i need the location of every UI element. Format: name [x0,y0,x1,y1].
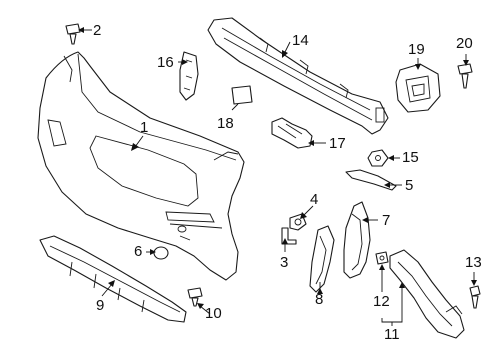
lower-diffuser [39,235,187,323]
arrow-1 [131,143,139,151]
arrow-15 [388,155,394,161]
arrow-8 [317,288,323,294]
bolt-part-13 [469,285,481,309]
push-clip-part-10 [187,287,203,307]
callout-7: 7 [382,212,391,229]
callout-18: 18 [217,115,234,132]
arrow-4 [300,212,307,219]
reflector-strip [345,169,397,191]
callout-13: 13 [465,254,482,271]
leader-1 [134,135,144,148]
callout-11: 11 [384,326,400,343]
leader-9 [101,283,113,297]
arrow-7 [362,217,368,223]
callout-5: 5 [405,177,414,194]
side-reflector [309,225,335,293]
callout-3: 3 [280,254,289,271]
callout-14: 14 [292,32,309,49]
arrow-3 [282,238,288,244]
arrow-9 [108,280,115,287]
bumper-cover [37,51,245,281]
arrow-16 [182,59,188,65]
plug-part-6 [153,246,169,260]
callout-19: 19 [408,41,425,58]
lamp-bezel [343,201,371,279]
leader-11 [381,318,403,323]
callout-8: 8 [315,291,324,308]
leader-18 [231,103,239,111]
callout-20: 20 [456,35,473,52]
clip-part-12 [375,251,389,265]
callout-15: 15 [402,149,419,166]
label-plate [231,85,253,105]
leader-10 [199,305,211,315]
reinforcement-beam [207,17,389,135]
arrow-6 [150,249,156,255]
arrow-20 [463,60,469,66]
nut-part-15 [367,149,389,167]
side-mount-bracket [389,249,465,339]
arrow-2 [78,27,84,33]
callout-12: 12 [373,293,390,310]
bracket-box [395,63,441,113]
arrow-17 [308,140,314,146]
leader-lines [78,27,477,326]
callout-1: 1 [140,119,149,136]
arrow-12 [379,264,385,270]
arrow-10 [197,303,204,309]
callout-17: 17 [329,135,346,152]
callout-4: 4 [310,191,319,208]
arrow-5 [384,182,390,188]
side-bracket [179,51,199,101]
leader-4 [302,205,314,217]
callout-10: 10 [205,305,222,322]
arrow-11 [399,282,405,288]
callout-16: 16 [157,54,174,71]
arrow-14 [282,50,288,58]
lower-bracket [271,117,313,149]
bolt-part-20 [457,63,473,89]
callout-6: 6 [134,243,143,260]
callout-9: 9 [96,297,105,314]
screw-part-2 [65,23,81,45]
callout-2: 2 [93,22,102,39]
arrow-13 [471,280,477,286]
arrow-19 [415,64,421,70]
